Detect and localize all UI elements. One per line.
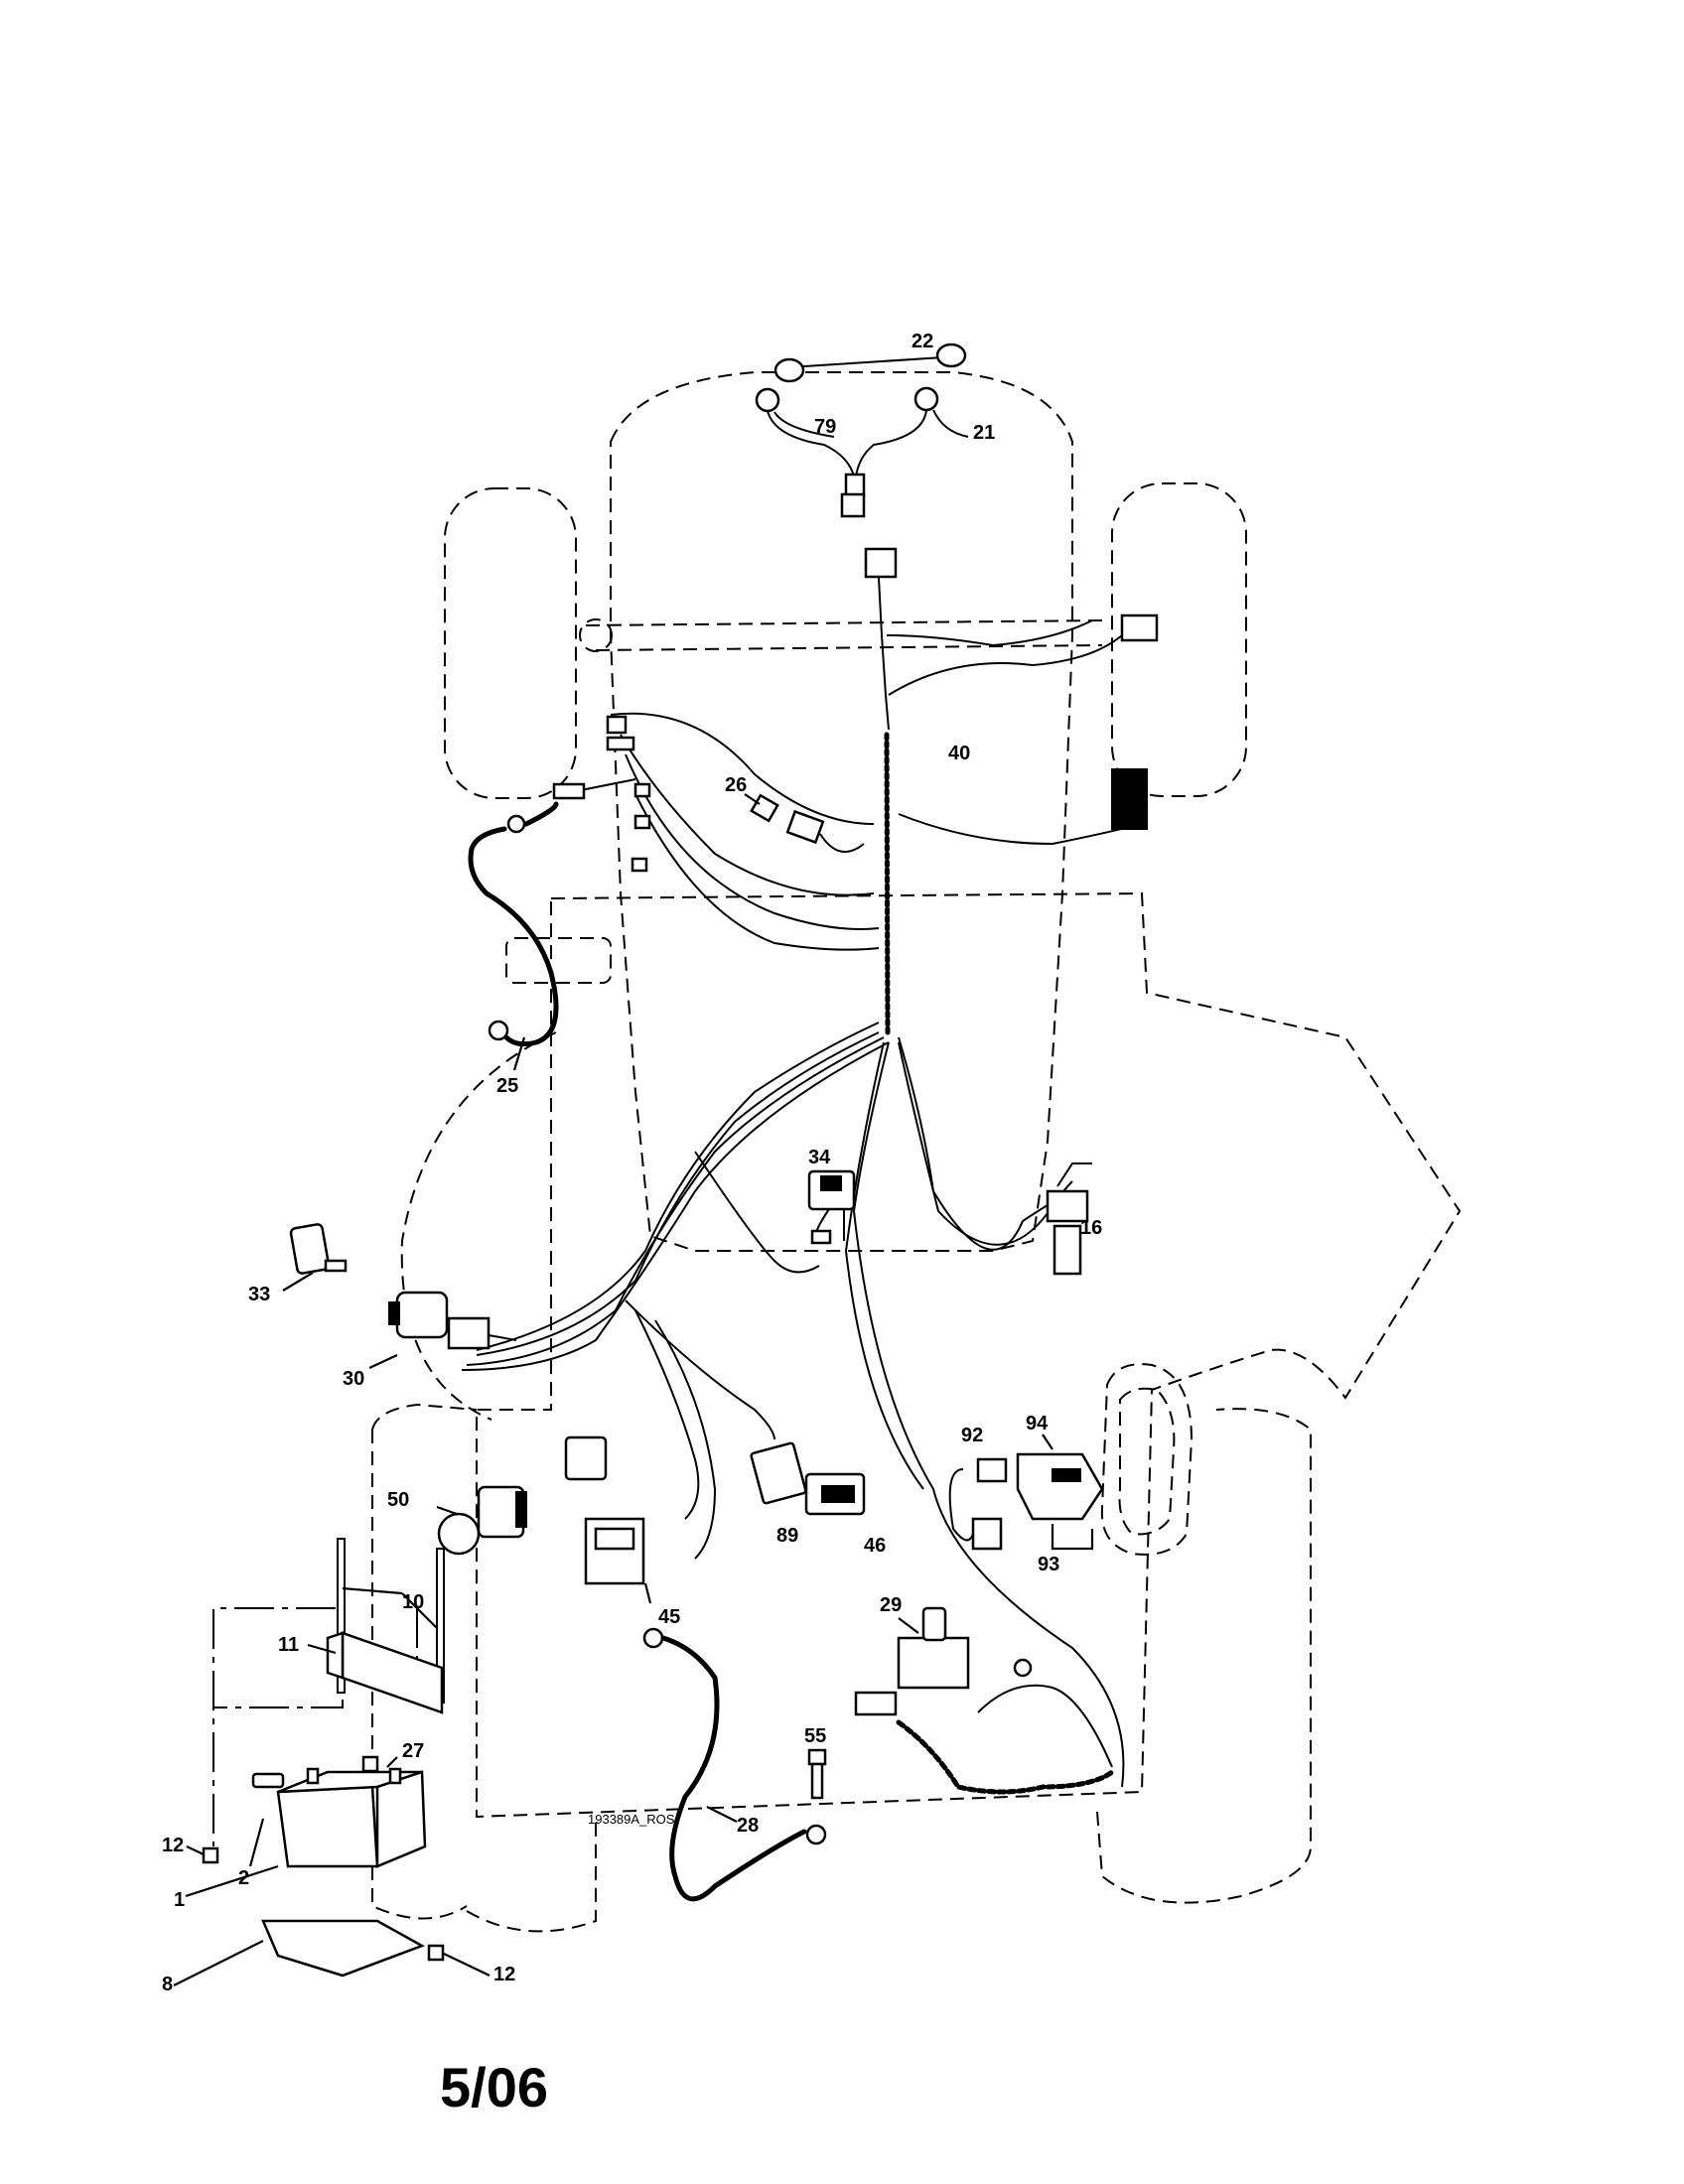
callout-33: 33: [248, 1284, 270, 1305]
callout-30: 30: [343, 1368, 364, 1390]
headlight-assembly: [755, 342, 969, 518]
callout-79: 79: [814, 416, 836, 438]
callout-46: 46: [864, 1535, 886, 1557]
fuse-holder-26: [744, 793, 865, 853]
callout-25: 25: [496, 1075, 518, 1097]
callout-labels: 22 79 21 40 26 25 34 16 33 30 92 94 50 8…: [162, 331, 1102, 1995]
callout-27: 27: [402, 1740, 424, 1762]
callout-1: 1: [174, 1889, 185, 1911]
callout-94: 94: [1026, 1413, 1049, 1434]
brake-switch-50: [436, 1435, 608, 1556]
callout-55: 55: [804, 1725, 826, 1747]
callout-11: 11: [278, 1634, 299, 1656]
switch-34: [807, 1169, 856, 1245]
connector-cluster: [552, 715, 651, 873]
ground-cable-28: [642, 1627, 827, 1902]
callout-16: 16: [1080, 1217, 1102, 1239]
callout-8: 8: [162, 1974, 173, 1995]
drawing-number: 193389A_ROS: [588, 1812, 675, 1827]
callout-28: 28: [737, 1815, 759, 1837]
callout-93: 93: [1038, 1554, 1059, 1575]
callout-92: 92: [961, 1425, 983, 1446]
callout-50: 50: [387, 1489, 409, 1511]
callout-29: 29: [880, 1594, 902, 1616]
callout-2: 2: [238, 1867, 249, 1889]
page-label: 5/06: [440, 2056, 548, 2118]
callout-26: 26: [725, 774, 747, 796]
callout-10: 10: [402, 1591, 424, 1613]
callout-45: 45: [658, 1606, 680, 1628]
starter-relay-94: [948, 1433, 1104, 1551]
pto-switch-29: [854, 1606, 1115, 1795]
callout-34: 34: [808, 1147, 831, 1168]
callout-12a: 12: [162, 1835, 184, 1856]
switch-16: [1046, 1162, 1092, 1276]
ignition-switch-30: [368, 1291, 517, 1369]
tractor-outline: [371, 371, 1462, 1933]
callout-22: 22: [912, 331, 933, 352]
ignition-key-33: [282, 1223, 348, 1292]
callout-12b: 12: [493, 1964, 515, 1985]
callout-21: 21: [973, 422, 995, 444]
bolt-55: [807, 1748, 827, 1800]
switch-45: [584, 1517, 652, 1604]
ground-cable-25: [468, 801, 559, 1071]
battery-group: [173, 1538, 491, 1986]
relay-89: [750, 1441, 866, 1516]
callout-40: 40: [948, 743, 970, 764]
callout-89: 89: [776, 1525, 798, 1547]
